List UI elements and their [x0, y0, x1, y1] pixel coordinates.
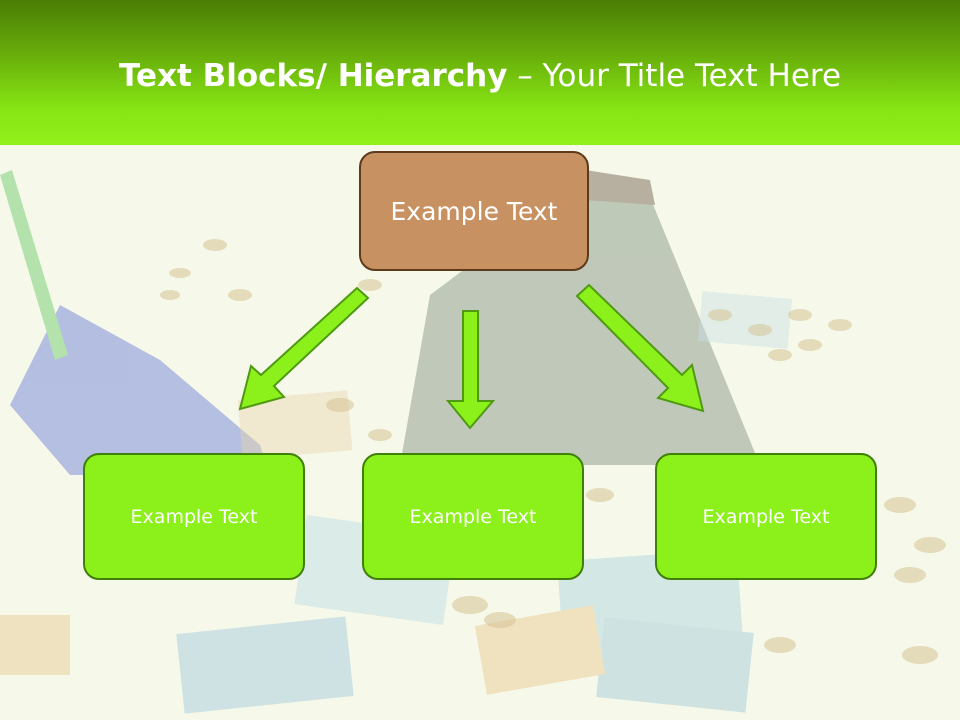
arrow-left — [238, 286, 370, 411]
top-box-text: Example Text — [390, 196, 558, 226]
arrow-middle — [445, 310, 496, 430]
title-regular-part: – Your Title Text Here — [507, 58, 842, 94]
child-box-text: Example Text — [409, 505, 537, 528]
arrow-right — [575, 283, 705, 413]
background-photo — [0, 170, 946, 714]
child-box-text: Example Text — [130, 505, 258, 528]
coins — [160, 239, 946, 664]
child-box-right: Example Text — [655, 453, 877, 580]
slide-title: Text Blocks/ Hierarchy – Your Title Text… — [0, 54, 960, 98]
dustpan-shape — [0, 170, 270, 475]
child-box-middle: Example Text — [362, 453, 584, 580]
title-bold-part: Text Blocks/ Hierarchy — [118, 58, 508, 94]
top-box: Example Text — [359, 151, 589, 271]
banknotes — [0, 291, 793, 714]
child-box-left: Example Text — [83, 453, 305, 580]
child-box-text: Example Text — [702, 505, 830, 528]
title-bar: Text Blocks/ Hierarchy – Your Title Text… — [0, 0, 960, 145]
